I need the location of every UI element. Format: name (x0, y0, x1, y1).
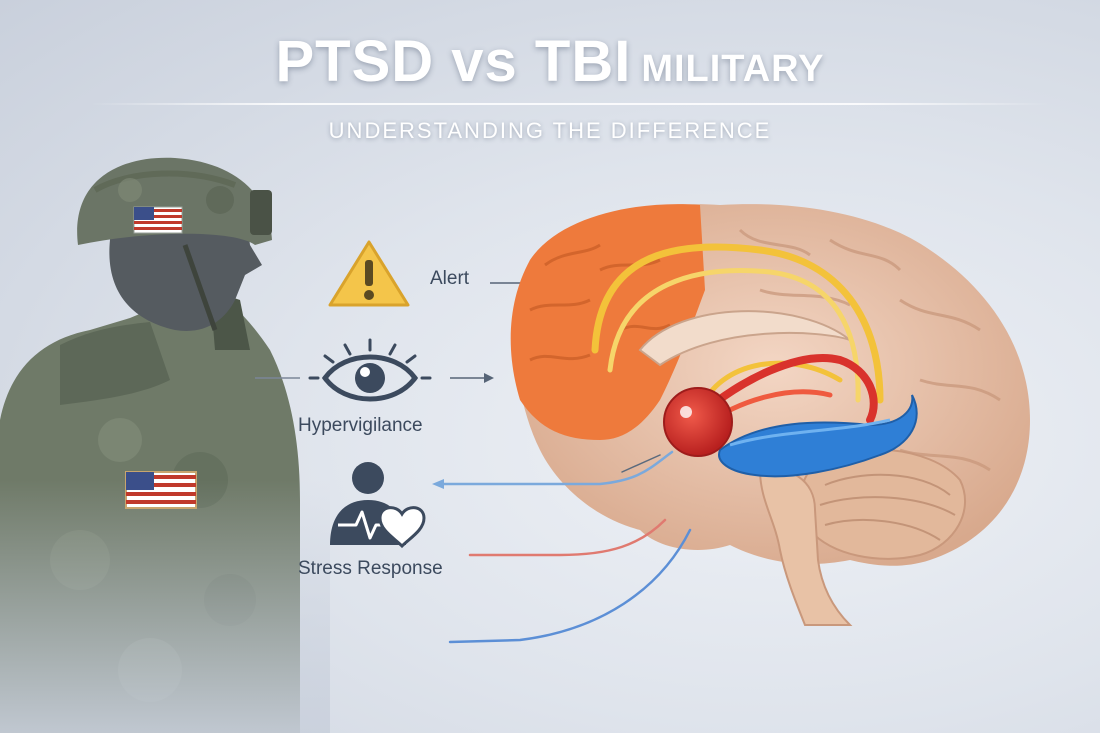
person-heartbeat-icon (330, 462, 426, 549)
amygdala (663, 387, 733, 457)
page-subtitle: UNDERSTANDING THE DIFFERENCE (328, 118, 772, 143)
hypervigilance-label: Hypervigilance (298, 415, 423, 436)
title-sub: MILITARY (641, 48, 825, 90)
shoulder-flag-icon (125, 471, 197, 509)
eye-arrow-icon (484, 373, 494, 383)
soldier-figure (0, 157, 330, 733)
stress-response-label: Stress Response (298, 558, 443, 579)
brain-illustration (510, 204, 1030, 626)
brainstem (758, 468, 853, 626)
title-divider (90, 103, 1050, 105)
alert-label: Alert (430, 268, 470, 289)
pathway-connectors (432, 450, 692, 644)
title-main: PTSD vs TBI (275, 29, 632, 94)
warning-triangle-icon (328, 240, 410, 307)
eye-icon (308, 338, 432, 402)
helmet-flag-icon (133, 206, 183, 234)
hippocampus (718, 394, 918, 478)
